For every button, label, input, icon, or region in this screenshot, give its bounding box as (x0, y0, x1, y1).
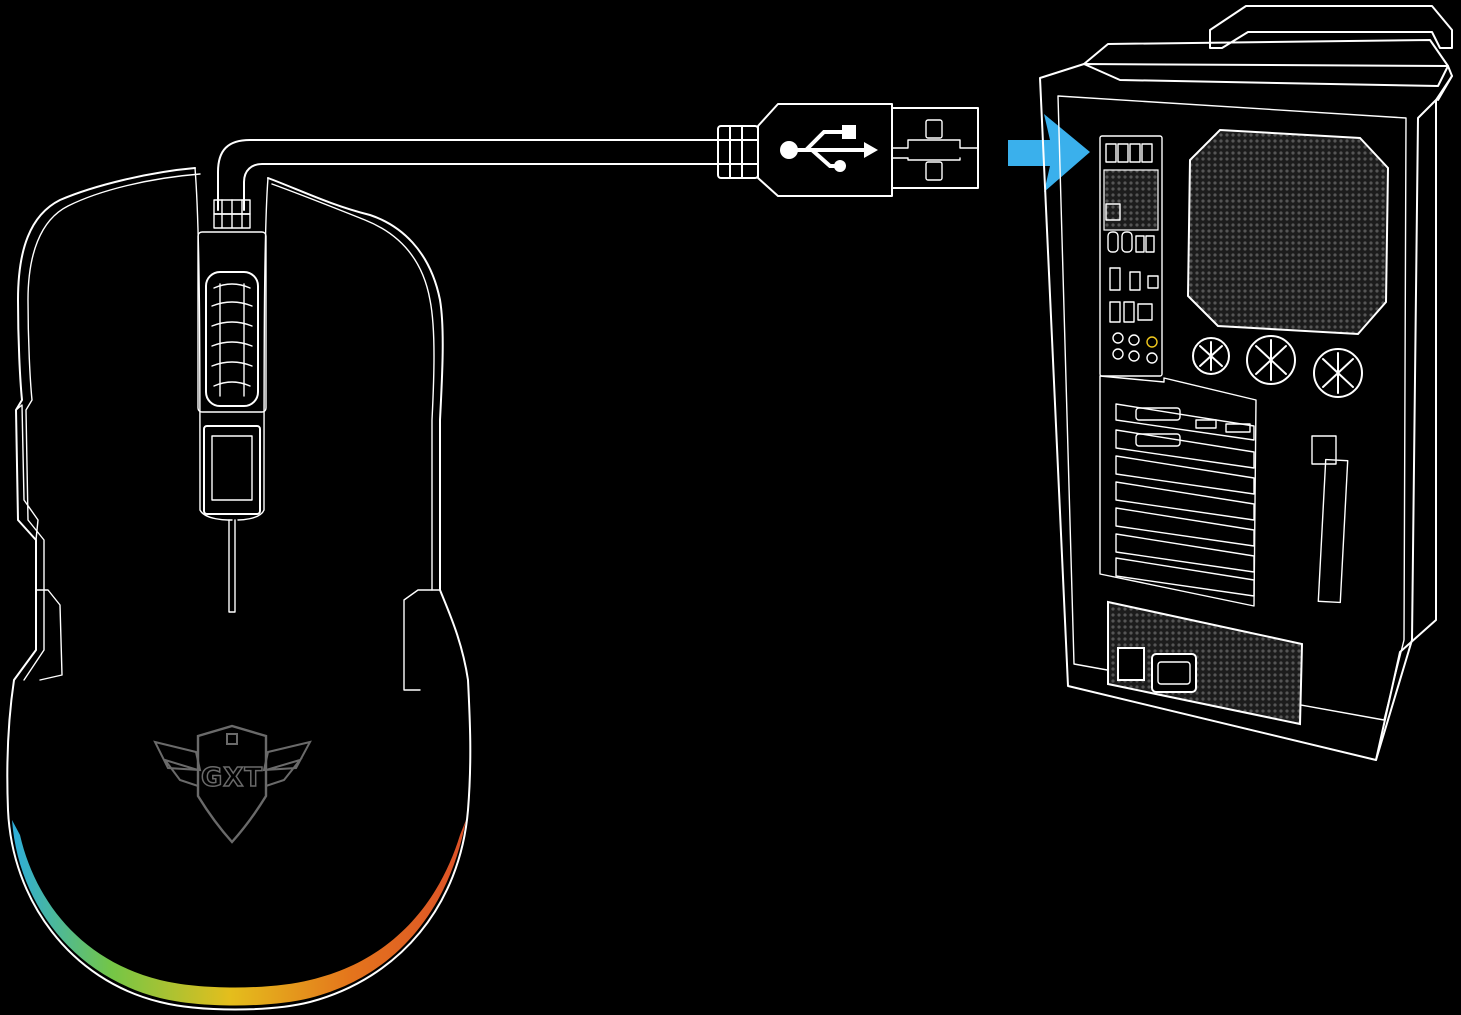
expansion-slot-bay (1099, 375, 1257, 607)
io-ports-row-4 (1109, 301, 1153, 323)
button-divider (228, 519, 236, 613)
usb-tip-hole-top (925, 119, 943, 139)
mouse-right-panel-line (271, 183, 435, 591)
scroll-wheel[interactable] (205, 271, 259, 407)
tower-case-outline (1039, 63, 1453, 761)
small-fan (1313, 348, 1363, 398)
gxt-logo-text: GXT (201, 763, 263, 793)
left-button-seam (194, 167, 233, 521)
rgb-light-strip (12, 820, 466, 1006)
computer-tower (1039, 5, 1453, 761)
io-shield (1099, 135, 1163, 377)
gxt-logo: GXT (153, 724, 312, 844)
dpi-button[interactable] (203, 425, 261, 515)
graphics-card-ports (1135, 407, 1251, 447)
io-mesh-panel (1103, 169, 1159, 231)
side-button-back (35, 589, 63, 681)
io-ports-row-3 (1109, 267, 1159, 291)
insert-direction-arrow (1008, 114, 1090, 192)
side-vent-knob (1311, 435, 1337, 465)
gxt-logo-pixel (226, 733, 238, 745)
scroll-wheel-ridges (211, 283, 253, 397)
right-button-seam (237, 177, 269, 521)
rear-fan-grille (1186, 128, 1390, 336)
mouse-body-outline (6, 167, 472, 1011)
mouse-left-panel-line (23, 173, 201, 681)
usb-port[interactable] (1129, 143, 1141, 163)
usb-plug-body (757, 103, 893, 197)
usb-cable (213, 139, 725, 229)
io-ports-row-2 (1107, 231, 1155, 253)
tower-side-edge (1375, 75, 1453, 761)
gaming-mouse: GXT (6, 167, 472, 1011)
tower-top-handle (1209, 5, 1453, 49)
usb-tip-seam (891, 139, 979, 161)
side-button-front (15, 404, 39, 541)
small-fan (1192, 337, 1230, 375)
power-socket[interactable] (1151, 653, 1197, 693)
usb-plug[interactable] (717, 103, 979, 197)
side-vent (1317, 458, 1349, 604)
scroll-wheel-housing (197, 231, 267, 413)
tower-top-panel (1083, 39, 1449, 87)
tower-back-panel (1057, 95, 1407, 721)
usb-port[interactable] (1117, 143, 1129, 163)
small-fan (1246, 335, 1296, 385)
right-grip-line (403, 589, 441, 691)
cable-outline-top (217, 139, 725, 211)
gxt-logo-wings (153, 740, 312, 788)
expansion-slots (1115, 403, 1255, 597)
power-switch[interactable] (1117, 647, 1145, 681)
usb-ports[interactable] (1105, 143, 1153, 163)
power-socket-inner (1157, 661, 1191, 685)
dpi-button-inner (211, 435, 253, 501)
ps2-port (1105, 203, 1121, 221)
gxt-logo-shield (196, 724, 268, 844)
cable-outline-bottom (243, 163, 725, 211)
power-supply-mesh (1107, 600, 1304, 726)
usb-plug-collar (717, 125, 759, 179)
cable-strain-relief (213, 199, 251, 229)
audio-jacks (1112, 332, 1158, 364)
usb-symbol-icon (780, 125, 878, 172)
usb-tip-hole-bottom (925, 161, 943, 181)
usb-port[interactable] (1141, 143, 1153, 163)
usb-port[interactable] (1105, 143, 1117, 163)
